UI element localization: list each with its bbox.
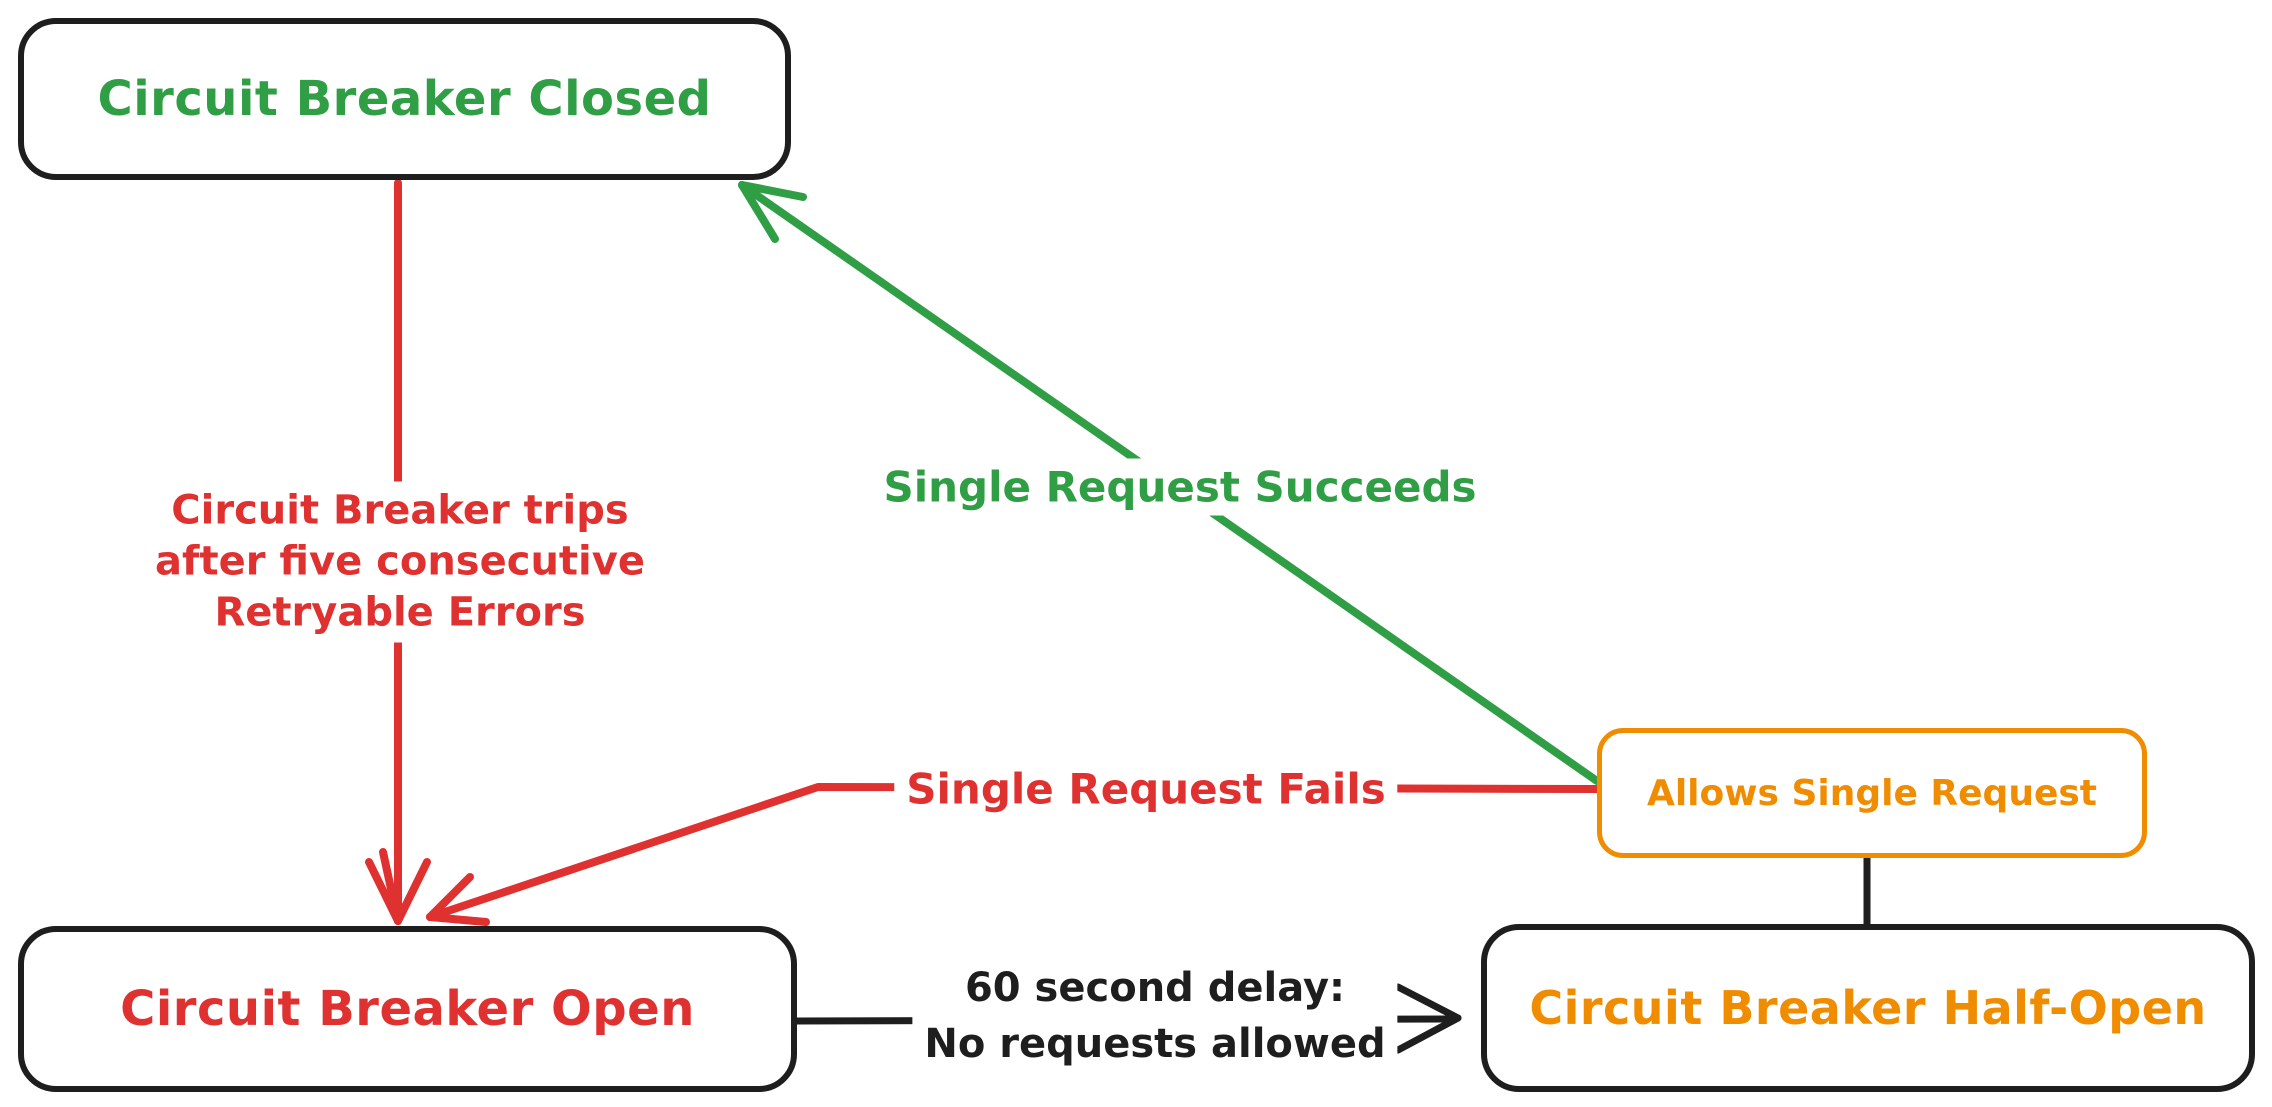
delay-edge-label: 60 second delay: No requests allowed	[912, 956, 1398, 1076]
trip-edge-label-line1: Circuit Breaker trips	[171, 487, 629, 534]
success-edge-label: Single Request Succeeds	[871, 458, 1489, 516]
node-circuit-breaker-half-open: Circuit Breaker Half-Open	[1481, 924, 2255, 1092]
node-circuit-breaker-open: Circuit Breaker Open	[18, 926, 797, 1092]
delay-arrowhead-icon	[1394, 983, 1462, 1022]
fails-arrowhead-icon	[426, 913, 490, 926]
delay-edge-label-line1: 60 second delay:	[964, 965, 1346, 1011]
node-open-label: Circuit Breaker Open	[120, 981, 695, 1037]
node-closed-label: Circuit Breaker Closed	[97, 71, 712, 127]
node-circuit-breaker-closed: Circuit Breaker Closed	[18, 18, 791, 180]
trip-edge-label: Circuit Breaker trips after five consecu…	[143, 481, 657, 643]
trip-edge-label-line3: Retryable Errors	[214, 589, 586, 636]
trip-edge-label-line2: after five consecutive	[155, 538, 645, 585]
node-allows-single-request: Allows Single Request	[1597, 728, 2147, 858]
node-allows-label: Allows Single Request	[1646, 772, 2098, 814]
fails-edge-label: Single Request Fails	[894, 760, 1398, 818]
delay-edge-label-line2: No requests allowed	[924, 1021, 1386, 1067]
success-arrowhead-icon	[738, 181, 807, 201]
node-half-open-label: Circuit Breaker Half-Open	[1529, 981, 2207, 1035]
